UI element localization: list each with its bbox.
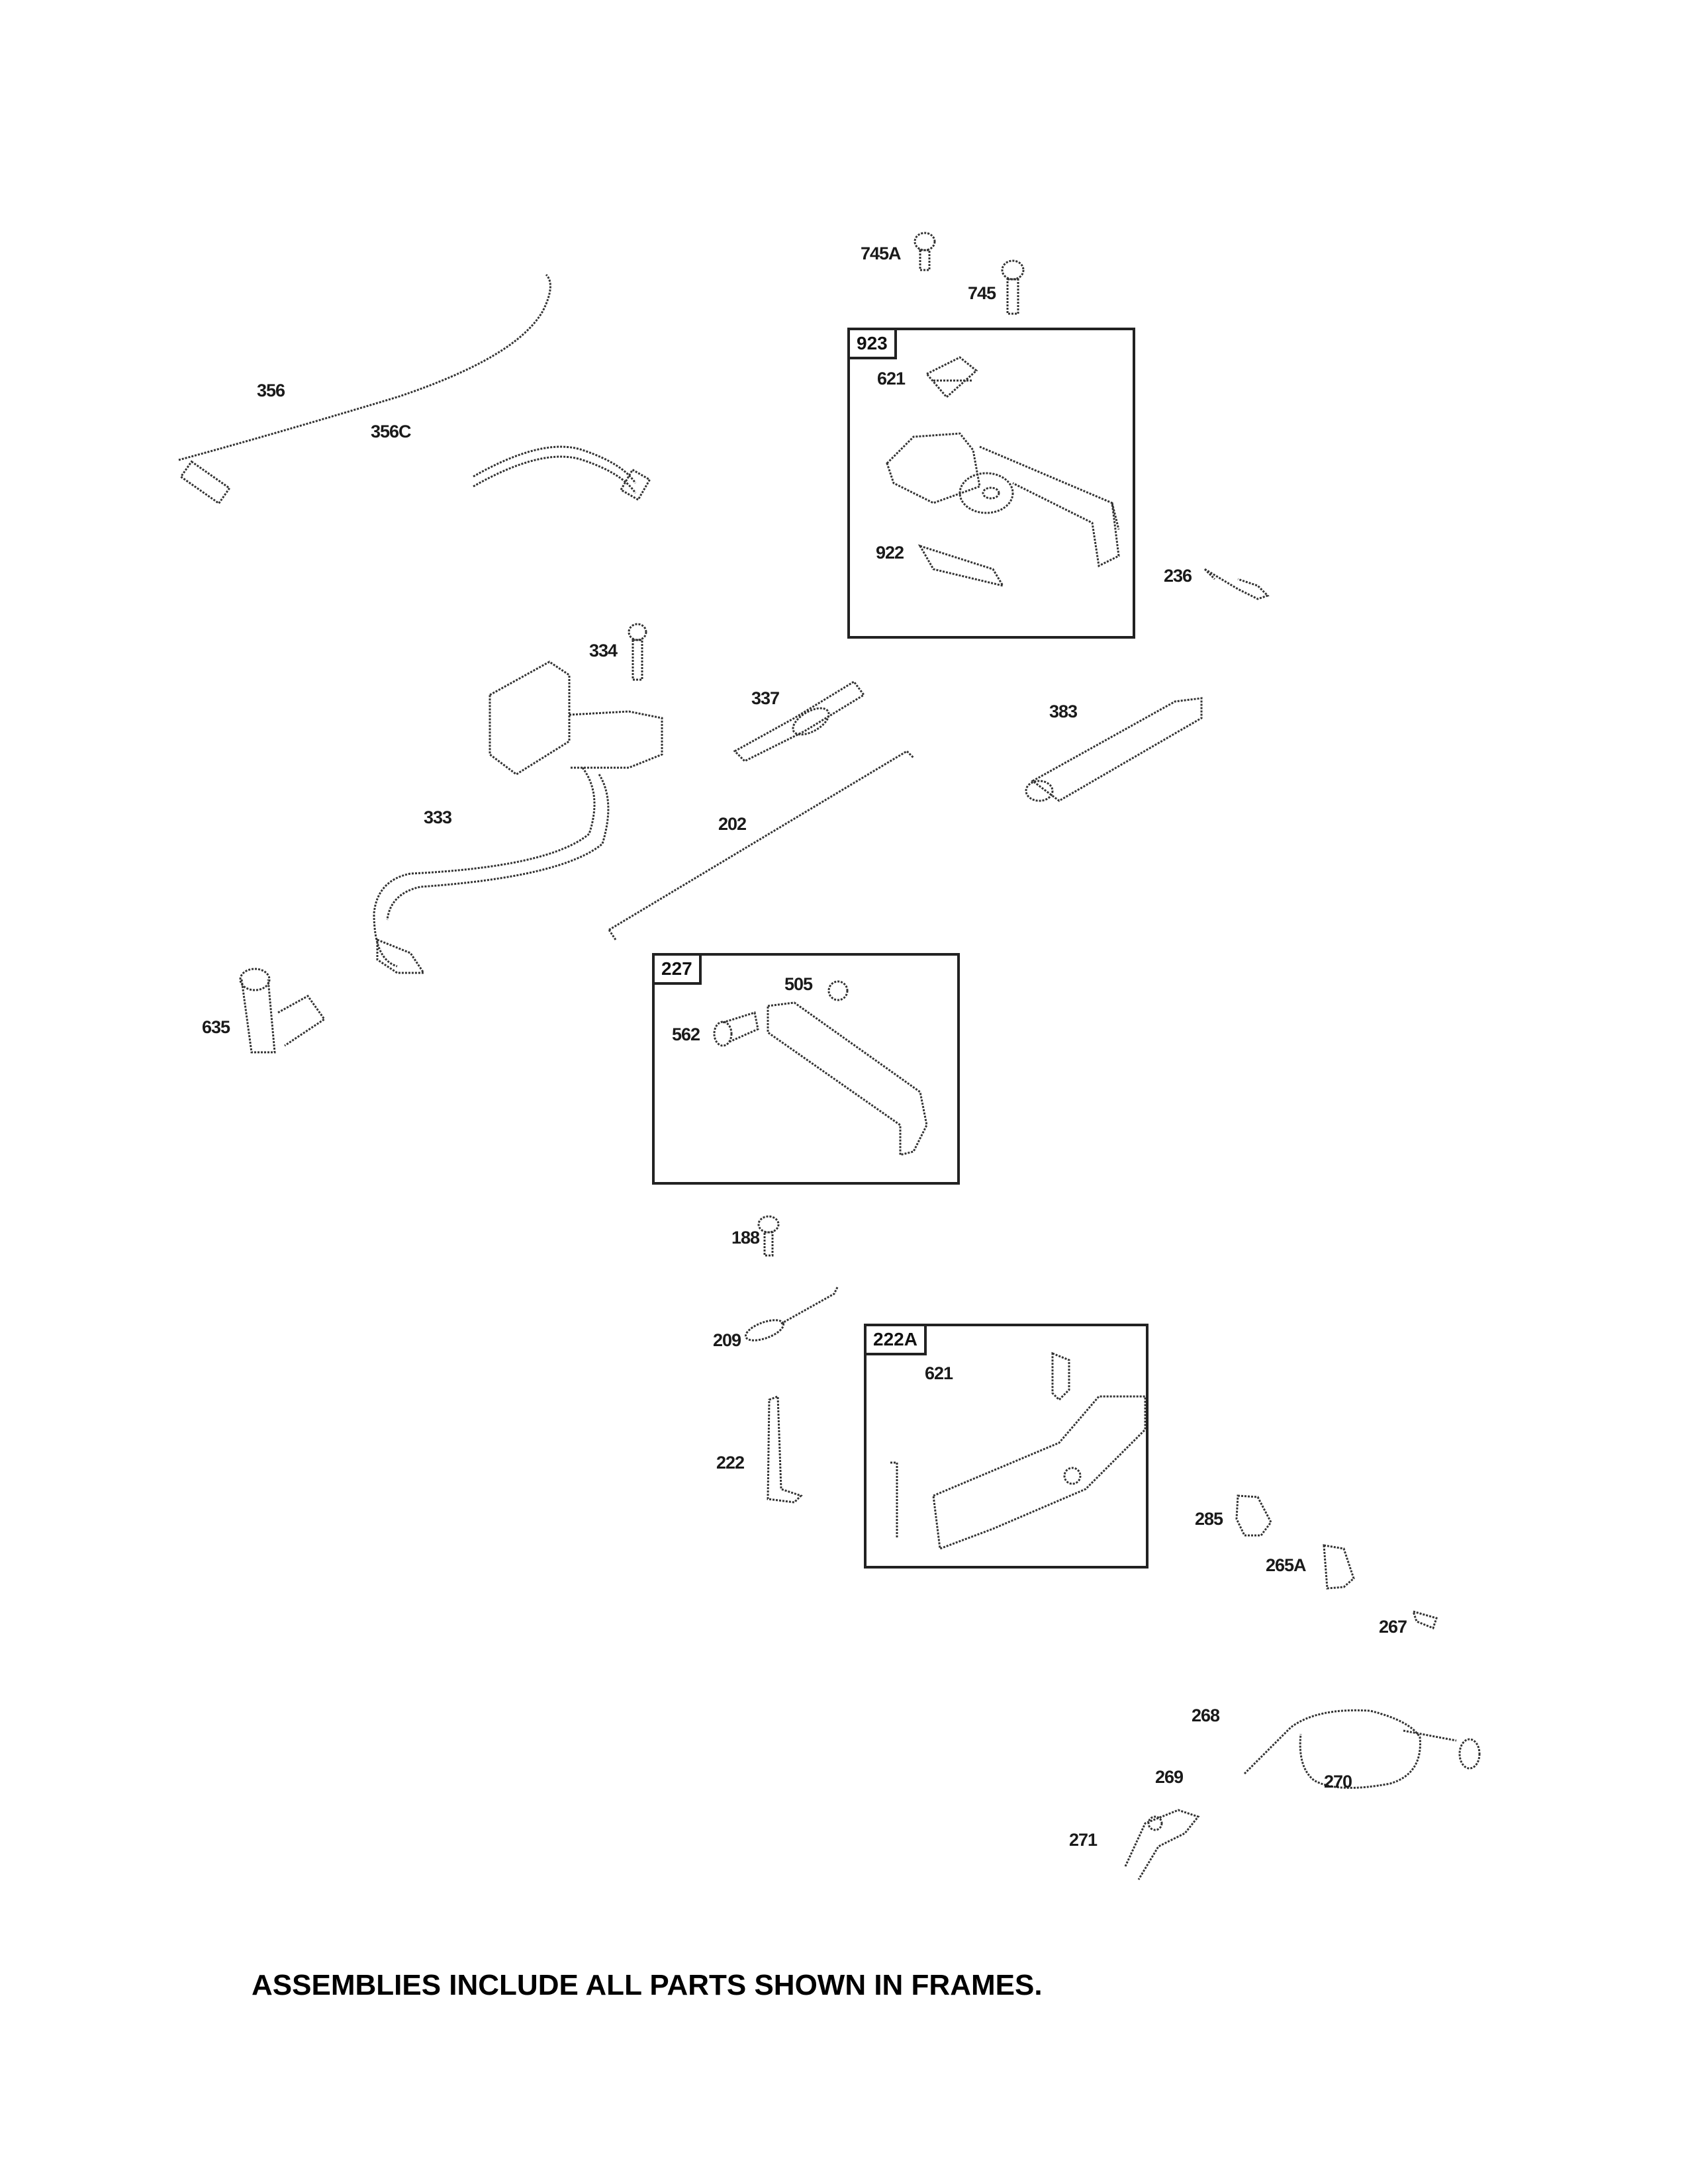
label-922: 922 (876, 543, 904, 563)
label-236: 236 (1164, 566, 1192, 586)
label-337: 337 (751, 688, 780, 708)
label-356C: 356C (371, 422, 412, 441)
wire-356C-drawing (473, 445, 651, 502)
screw-334-drawing (628, 623, 647, 681)
frame-923-label: 923 (850, 330, 897, 359)
bracket-222-drawing (767, 1394, 803, 1504)
spring-209-drawing (745, 1287, 839, 1342)
label-268: 268 (1192, 1706, 1220, 1725)
frame-227: 227 (652, 953, 960, 1185)
label-621-222A: 621 (925, 1363, 953, 1383)
frame-222A: 222A (864, 1324, 1149, 1569)
lever-271-drawing (1124, 1809, 1200, 1880)
label-222: 222 (716, 1453, 745, 1473)
nut-270-drawing (1458, 1738, 1481, 1770)
label-334: 334 (589, 641, 618, 660)
rod-202-drawing (608, 750, 915, 940)
screw-745A-drawing (914, 232, 936, 271)
label-202: 202 (718, 814, 747, 834)
label-356: 356 (257, 381, 285, 400)
label-269: 269 (1155, 1767, 1184, 1787)
label-285: 285 (1195, 1509, 1223, 1529)
armature-333-drawing (373, 660, 663, 974)
screw-745-drawing (1001, 259, 1025, 315)
wire-356-drawing (178, 273, 551, 505)
part-285-drawing (1235, 1494, 1272, 1537)
label-621-923: 621 (877, 369, 906, 388)
label-271: 271 (1069, 1830, 1098, 1850)
label-265A: 265A (1266, 1555, 1307, 1575)
assemblies-footnote: ASSEMBLIES INCLUDE ALL PARTS SHOWN IN FR… (252, 1969, 1043, 2001)
part-265A-drawing (1323, 1544, 1355, 1590)
label-267: 267 (1379, 1617, 1407, 1637)
label-745A: 745A (861, 244, 902, 263)
label-383: 383 (1049, 702, 1078, 721)
label-333: 333 (424, 807, 452, 827)
boot-635-drawing (239, 968, 326, 1054)
label-270: 270 (1324, 1772, 1352, 1792)
frame-923: 923 (847, 328, 1135, 639)
label-505: 505 (784, 974, 813, 994)
link-236-drawing (1203, 568, 1270, 600)
frame-222A-label: 222A (867, 1326, 927, 1355)
label-745: 745 (968, 283, 996, 303)
label-562: 562 (672, 1024, 700, 1044)
screw-188-drawing (757, 1215, 780, 1257)
screw-267-drawing (1411, 1610, 1438, 1629)
label-188: 188 (731, 1228, 760, 1248)
frame-227-label: 227 (655, 956, 702, 985)
label-209: 209 (713, 1330, 741, 1350)
label-635: 635 (202, 1017, 230, 1037)
